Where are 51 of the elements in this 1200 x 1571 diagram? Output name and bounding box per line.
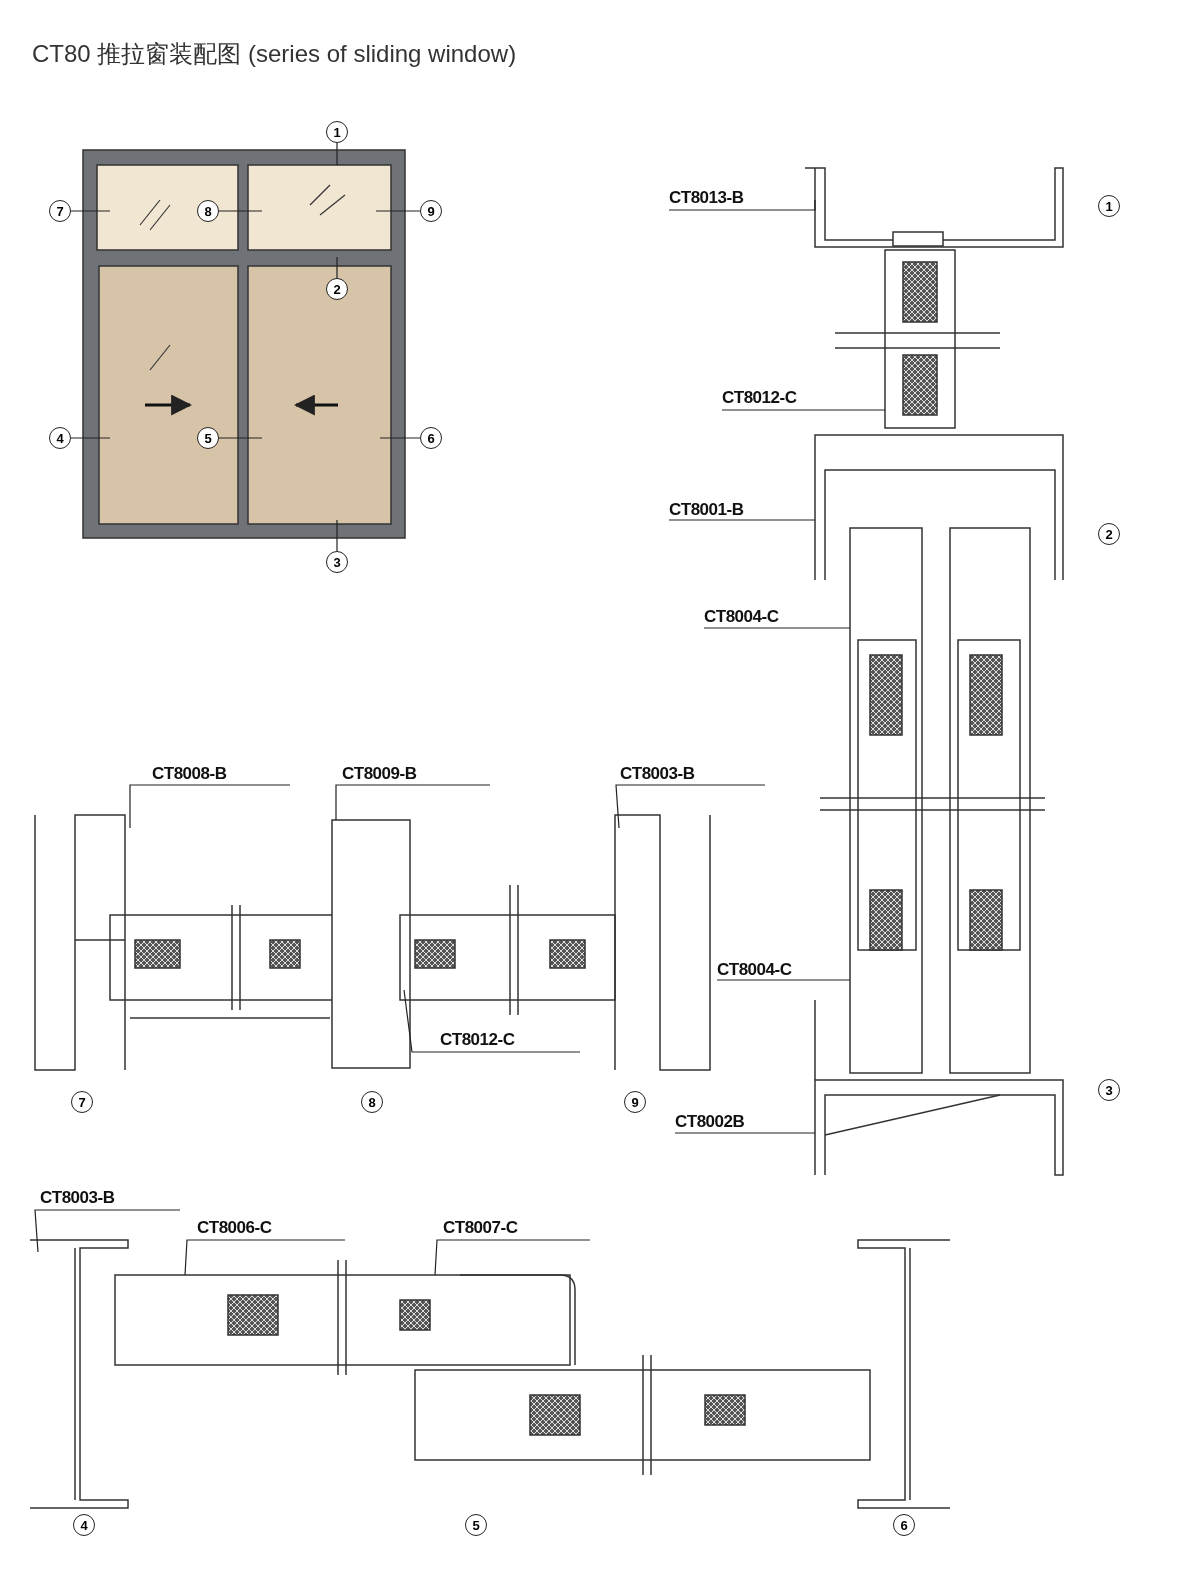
leader-line — [615, 784, 766, 829]
part-number-label: CT8009-B — [342, 764, 417, 784]
callout-number: 4 — [73, 1514, 95, 1536]
leader-line — [70, 437, 111, 439]
leader-line — [336, 256, 338, 279]
callout-number: 9 — [420, 200, 442, 222]
leader-line — [403, 989, 581, 1053]
leader-line — [379, 437, 421, 439]
callout-number: 3 — [326, 551, 348, 573]
callout-number: 8 — [361, 1091, 383, 1113]
leader-line — [336, 142, 338, 166]
part-number-label: CT8003-B — [40, 1188, 115, 1208]
part-number-label: CT8007-C — [443, 1218, 518, 1238]
part-number-label: CT8002B — [675, 1112, 745, 1132]
part-number-label: CT8004-C — [704, 607, 779, 627]
leader-line — [336, 519, 338, 552]
leader-line — [184, 1239, 346, 1276]
part-number-label: CT8013-B — [669, 188, 744, 208]
callout-number: 7 — [49, 200, 71, 222]
part-number-label: CT8004-C — [717, 960, 792, 980]
leader-line — [218, 210, 263, 212]
callout-number: 4 — [49, 427, 71, 449]
leader-line — [668, 199, 816, 211]
leader-line — [703, 627, 851, 629]
page-title: CT80 推拉窗装配图 (series of sliding window) — [32, 39, 517, 69]
leader-line — [716, 979, 851, 981]
callout-number: 5 — [465, 1514, 487, 1536]
callout-number: 6 — [893, 1514, 915, 1536]
callout-number: 3 — [1098, 1079, 1120, 1101]
part-number-label: CT8006-C — [197, 1218, 272, 1238]
leader-line — [674, 1132, 816, 1134]
part-number-label: CT8008-B — [152, 764, 227, 784]
part-number-label: CT8012-C — [440, 1030, 515, 1050]
leader-line — [70, 210, 111, 212]
callout-number: 2 — [1098, 523, 1120, 545]
leader-line — [668, 519, 816, 521]
callout-number: 9 — [624, 1091, 646, 1113]
leader-line — [375, 210, 421, 212]
part-number-label: CT8003-B — [620, 764, 695, 784]
callout-number: 1 — [326, 121, 348, 143]
leader-line — [721, 409, 886, 411]
leader-line — [335, 784, 491, 821]
callout-number: 1 — [1098, 195, 1120, 217]
leader-line — [129, 784, 291, 829]
part-number-label: CT8012-C — [722, 388, 797, 408]
leader-line — [218, 437, 263, 439]
callout-number: 7 — [71, 1091, 93, 1113]
callout-number: 6 — [420, 427, 442, 449]
leader-line — [434, 1239, 591, 1276]
leader-line — [34, 1209, 181, 1253]
part-number-label: CT8001-B — [669, 500, 744, 520]
